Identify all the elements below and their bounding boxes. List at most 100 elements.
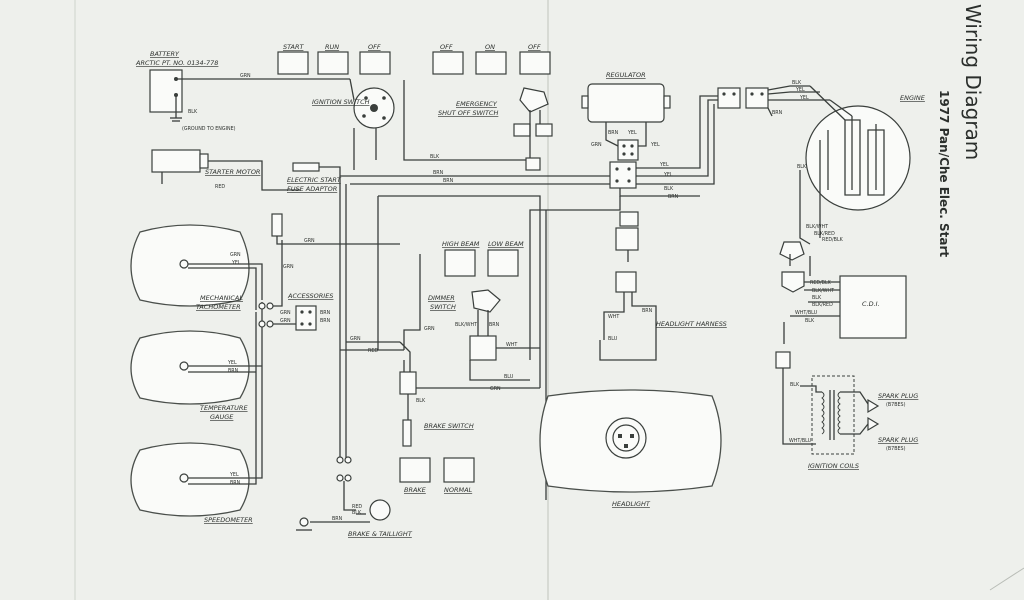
wire-hh-loop: [599, 340, 657, 361]
dimmer-switch-label: SWITCH: [430, 303, 456, 311]
gauge-plug: [271, 213, 283, 237]
engine: ENGINE BLK: [797, 85, 926, 245]
wire-eng-yel: [767, 91, 820, 95]
low-beam-box: [487, 249, 519, 277]
wire-label-yel-main: YEL: [659, 162, 669, 168]
left-conn-1: [336, 456, 344, 464]
regulator-plug: [617, 139, 639, 161]
wire-label-brn-main: BRN: [668, 194, 679, 200]
wire-reg-yel: [638, 122, 647, 147]
dimmer-connector: [469, 335, 497, 361]
wire-label-blk-red: BLK/RED: [814, 231, 835, 237]
wire-label-wht-dim: WHT: [506, 342, 517, 348]
acc-pin-3: [300, 322, 304, 326]
wire-label-blk-battery: BLK: [188, 109, 198, 115]
wire-label-yel-eng: YEL: [795, 87, 805, 93]
wire-brake-down: [399, 341, 411, 380]
tachometer-lamp: [179, 259, 189, 269]
headlight-bulb-inner: [612, 424, 640, 452]
gauge-conn-4: [266, 320, 274, 328]
acc-pin-2: [308, 310, 312, 314]
wire-label-grn-gauge: GRN: [304, 238, 315, 244]
wire-hh-brn: [631, 292, 657, 340]
ignition-coils: BLK WHT/BLU SPARK PLUG (B7BES) SPARK PLU…: [775, 351, 918, 470]
wire-gauge-up: [273, 240, 283, 307]
eng-pin-3: [750, 92, 754, 96]
starter-motor: STARTER MOTOR RED: [151, 149, 300, 191]
ign-pos-run: [317, 51, 349, 75]
wire-to-taillight: [343, 481, 356, 511]
wire-main-blk: [636, 104, 715, 185]
emerg-plug: [525, 157, 541, 171]
wire-label-blk-engine: BLK: [797, 164, 807, 170]
emerg-pos-off-1: [432, 51, 464, 75]
spark-plug-1-tip: [867, 398, 880, 414]
wire-label-grn-tach: GRN: [230, 252, 241, 258]
shutoff-label: SHUT OFF SWITCH: [438, 109, 498, 117]
accessories-block: [295, 305, 317, 331]
headlight-harness: WHT BRN BLU HEADLIGHT HARNESS: [599, 211, 727, 361]
wire-label-yel-eng-2: YEL: [799, 95, 809, 101]
wire-eng-blk: [767, 85, 810, 91]
wire-label-yel-main-2: YEL: [663, 172, 673, 178]
gauge-conn-1: [258, 302, 266, 310]
wire-label-blk-main: BLK: [664, 186, 674, 192]
wire-label-blu-hh: BLU: [608, 336, 618, 342]
wire-label-red-blk-cdi: RED/BLK: [810, 280, 832, 286]
wire-label-red-tail: RED: [352, 504, 362, 510]
left-conn-2: [344, 456, 352, 464]
main-connector: YEL YEL BLK BRN: [529, 95, 718, 360]
wire-speedo-brn: [188, 312, 257, 485]
accessories-label: ACCESSORIES: [287, 292, 333, 300]
coil-winding-1: [821, 391, 825, 435]
engine-conn-left: [717, 87, 741, 109]
dimmer-body: [471, 289, 501, 313]
wire-label-blk-brake: BLK: [416, 398, 426, 404]
accessories: ACCESSORIES GRN GRN BRN BRN: [280, 292, 333, 331]
wire-label-yel-tach: YEL: [231, 260, 241, 266]
temperature-gauge: YEL BRN TEMPERATURE GAUGE: [130, 330, 262, 421]
brake-pos-brake: [399, 457, 431, 483]
wire-label-yel-temp: YEL: [227, 360, 237, 366]
emerg-pos-off-2: [519, 51, 551, 75]
reg-pin-2: [630, 144, 634, 148]
temperature-body: [130, 330, 250, 405]
ign-switch-key: [370, 104, 378, 112]
speedometer-lamp: [179, 473, 189, 483]
cdi-label: C.D.I.: [862, 300, 880, 308]
left-harness: GRN RED: [336, 176, 541, 511]
wire-label-red-starter: RED: [215, 184, 225, 190]
wire-engine-in-2: [829, 99, 853, 117]
wire-label-brn-acc-2: BRN: [320, 318, 331, 324]
wire-fuse-brn: [319, 166, 610, 177]
wire-label-yel-speedo: YEL: [229, 472, 239, 478]
engine-cdi-connector: [779, 241, 805, 261]
engine-conn-right: [745, 87, 769, 109]
low-beam-label: LOW BEAM: [488, 240, 524, 248]
temperature-lamp: [179, 361, 189, 371]
eng-pin-4: [760, 92, 764, 96]
cdi-body: [839, 275, 907, 339]
speedometer-label: SPEEDOMETER: [204, 516, 253, 524]
gauge-label: GAUGE: [210, 413, 234, 421]
wire-label-blk-cdi-2: BLK: [805, 318, 815, 324]
starter-motor-label: STARTER MOTOR: [205, 168, 260, 176]
wire-label-blk-tail: BLK: [352, 510, 362, 516]
wire-label-yel-reg-2: YEL: [627, 130, 637, 136]
ign-terminal-1: [364, 96, 368, 100]
regulator-tab-l: [581, 95, 589, 109]
speedometer: YEL BRN SPEEDOMETER: [130, 302, 263, 524]
wire-main-yel: [636, 95, 718, 169]
emerg-label-off-2: OFF: [528, 43, 541, 51]
emerg-connector-a: [513, 123, 531, 137]
wire-tach-grn: [188, 263, 263, 300]
headlight-harness-label: HEADLIGHT HARNESS: [656, 320, 727, 328]
wire-engine-in-1: [809, 85, 846, 121]
battery-part-label: ARCTIC PT. NO. 0134-778: [135, 59, 218, 67]
hh-plug-1: [619, 211, 639, 227]
coil-winding-2: [837, 391, 841, 435]
wire-label-grn-dim-left: GRN: [424, 326, 435, 332]
wire-main-down: [529, 196, 621, 360]
